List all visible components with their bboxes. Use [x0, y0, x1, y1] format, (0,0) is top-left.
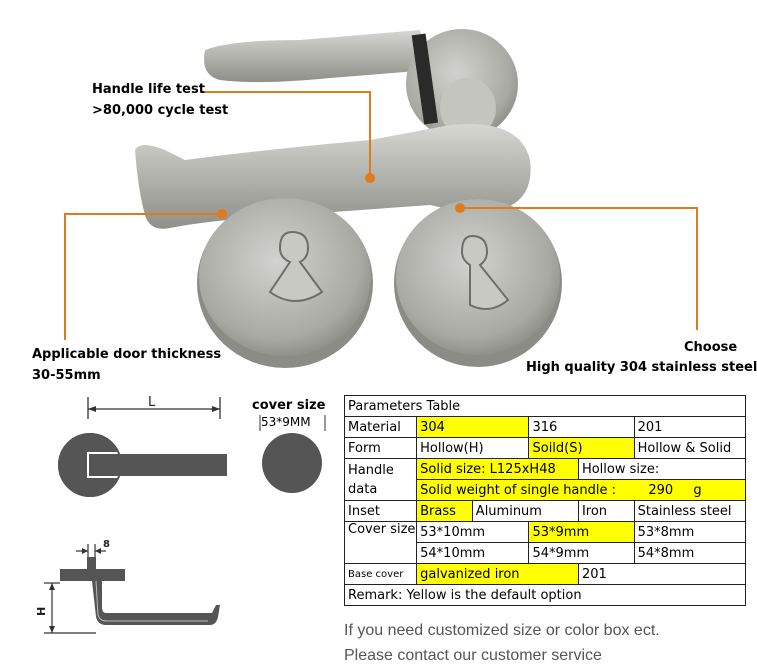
inset-stainless: Stainless steel: [633, 500, 747, 522]
cover-54-9: 54*9mm: [528, 542, 635, 564]
product-photo: [64, 29, 698, 368]
length-label: L: [148, 395, 156, 410]
material-label: Material: [343, 416, 418, 438]
cover-circle: [262, 433, 322, 493]
inset-aluminum: Aluminum: [471, 500, 579, 522]
material-316: 316: [528, 416, 635, 438]
form-label: Form: [343, 437, 418, 459]
parameters-table: Parameters Table Material 304 316 201 Fo…: [343, 395, 747, 606]
cover-53-9: 53*9mm: [528, 521, 635, 543]
dimension-diagram: L 8 H: [35, 395, 326, 634]
door-thickness-title: Applicable door thickness: [32, 347, 222, 362]
steel-choose: Choose: [684, 340, 738, 355]
front-handle: [135, 124, 531, 229]
form-solid: Soild(S): [528, 437, 635, 459]
handle-label-line2: data: [348, 481, 378, 497]
remark: Remark: Yellow is the default option: [344, 584, 746, 606]
cover-size-title: cover size: [252, 398, 326, 413]
life-test-leader: [200, 91, 371, 178]
inset-brass: Brass: [416, 500, 473, 522]
hollow-size: Hollow size:: [577, 458, 747, 480]
material-304: 304: [416, 416, 530, 438]
handle-data-label: Handle data: [343, 458, 418, 501]
cover-54-10: 54*10mm: [416, 542, 530, 564]
base-201: 201: [577, 563, 747, 585]
life-test-detail: >80,000 cycle test: [92, 103, 229, 118]
base-cover-label: Base cover: [343, 563, 418, 585]
left-escutcheon: [197, 198, 373, 368]
solid-weight: Solid weight of single handle : 290 g: [416, 479, 746, 501]
width-label: 8: [103, 539, 110, 550]
right-escutcheon: [394, 199, 562, 367]
inset-iron: Iron: [577, 500, 635, 522]
footer-line-2: Please contact our customer service: [344, 647, 602, 664]
inset-label: Inset: [343, 500, 418, 522]
upper-handle: [204, 30, 430, 83]
base-galvanized: galvanized iron: [416, 563, 579, 585]
table-title: Parameters Table: [344, 395, 746, 417]
solid-weight-value: 290: [648, 482, 674, 498]
handle-label-line1: Handle: [348, 462, 394, 478]
solid-weight-label: Solid weight of single handle :: [420, 482, 617, 498]
door-thickness-range: 30-55mm: [32, 368, 101, 383]
cover-size-dimension: 53*9MM: [261, 415, 311, 429]
form-hollow-solid: Hollow & Solid: [633, 437, 747, 459]
height-label: H: [35, 607, 48, 616]
footer-line-1: If you need customized size or color box…: [344, 622, 660, 639]
solid-weight-unit: g: [693, 482, 702, 498]
material-201: 201: [633, 416, 747, 438]
cover-53-8: 53*8mm: [633, 521, 747, 543]
steel-quality: High quality 304 stainless steel: [526, 360, 757, 375]
thickness-leader: [64, 213, 222, 340]
cover-53-10: 53*10mm: [416, 521, 530, 543]
steel-leader: [460, 207, 698, 330]
form-hollow: Hollow(H): [416, 437, 530, 459]
cover-size-label: Cover size: [343, 521, 418, 564]
cover-54-8: 54*8mm: [633, 542, 747, 564]
solid-size: Solid size: L125xH48: [416, 458, 579, 480]
life-test-title: Handle life test: [92, 82, 205, 97]
